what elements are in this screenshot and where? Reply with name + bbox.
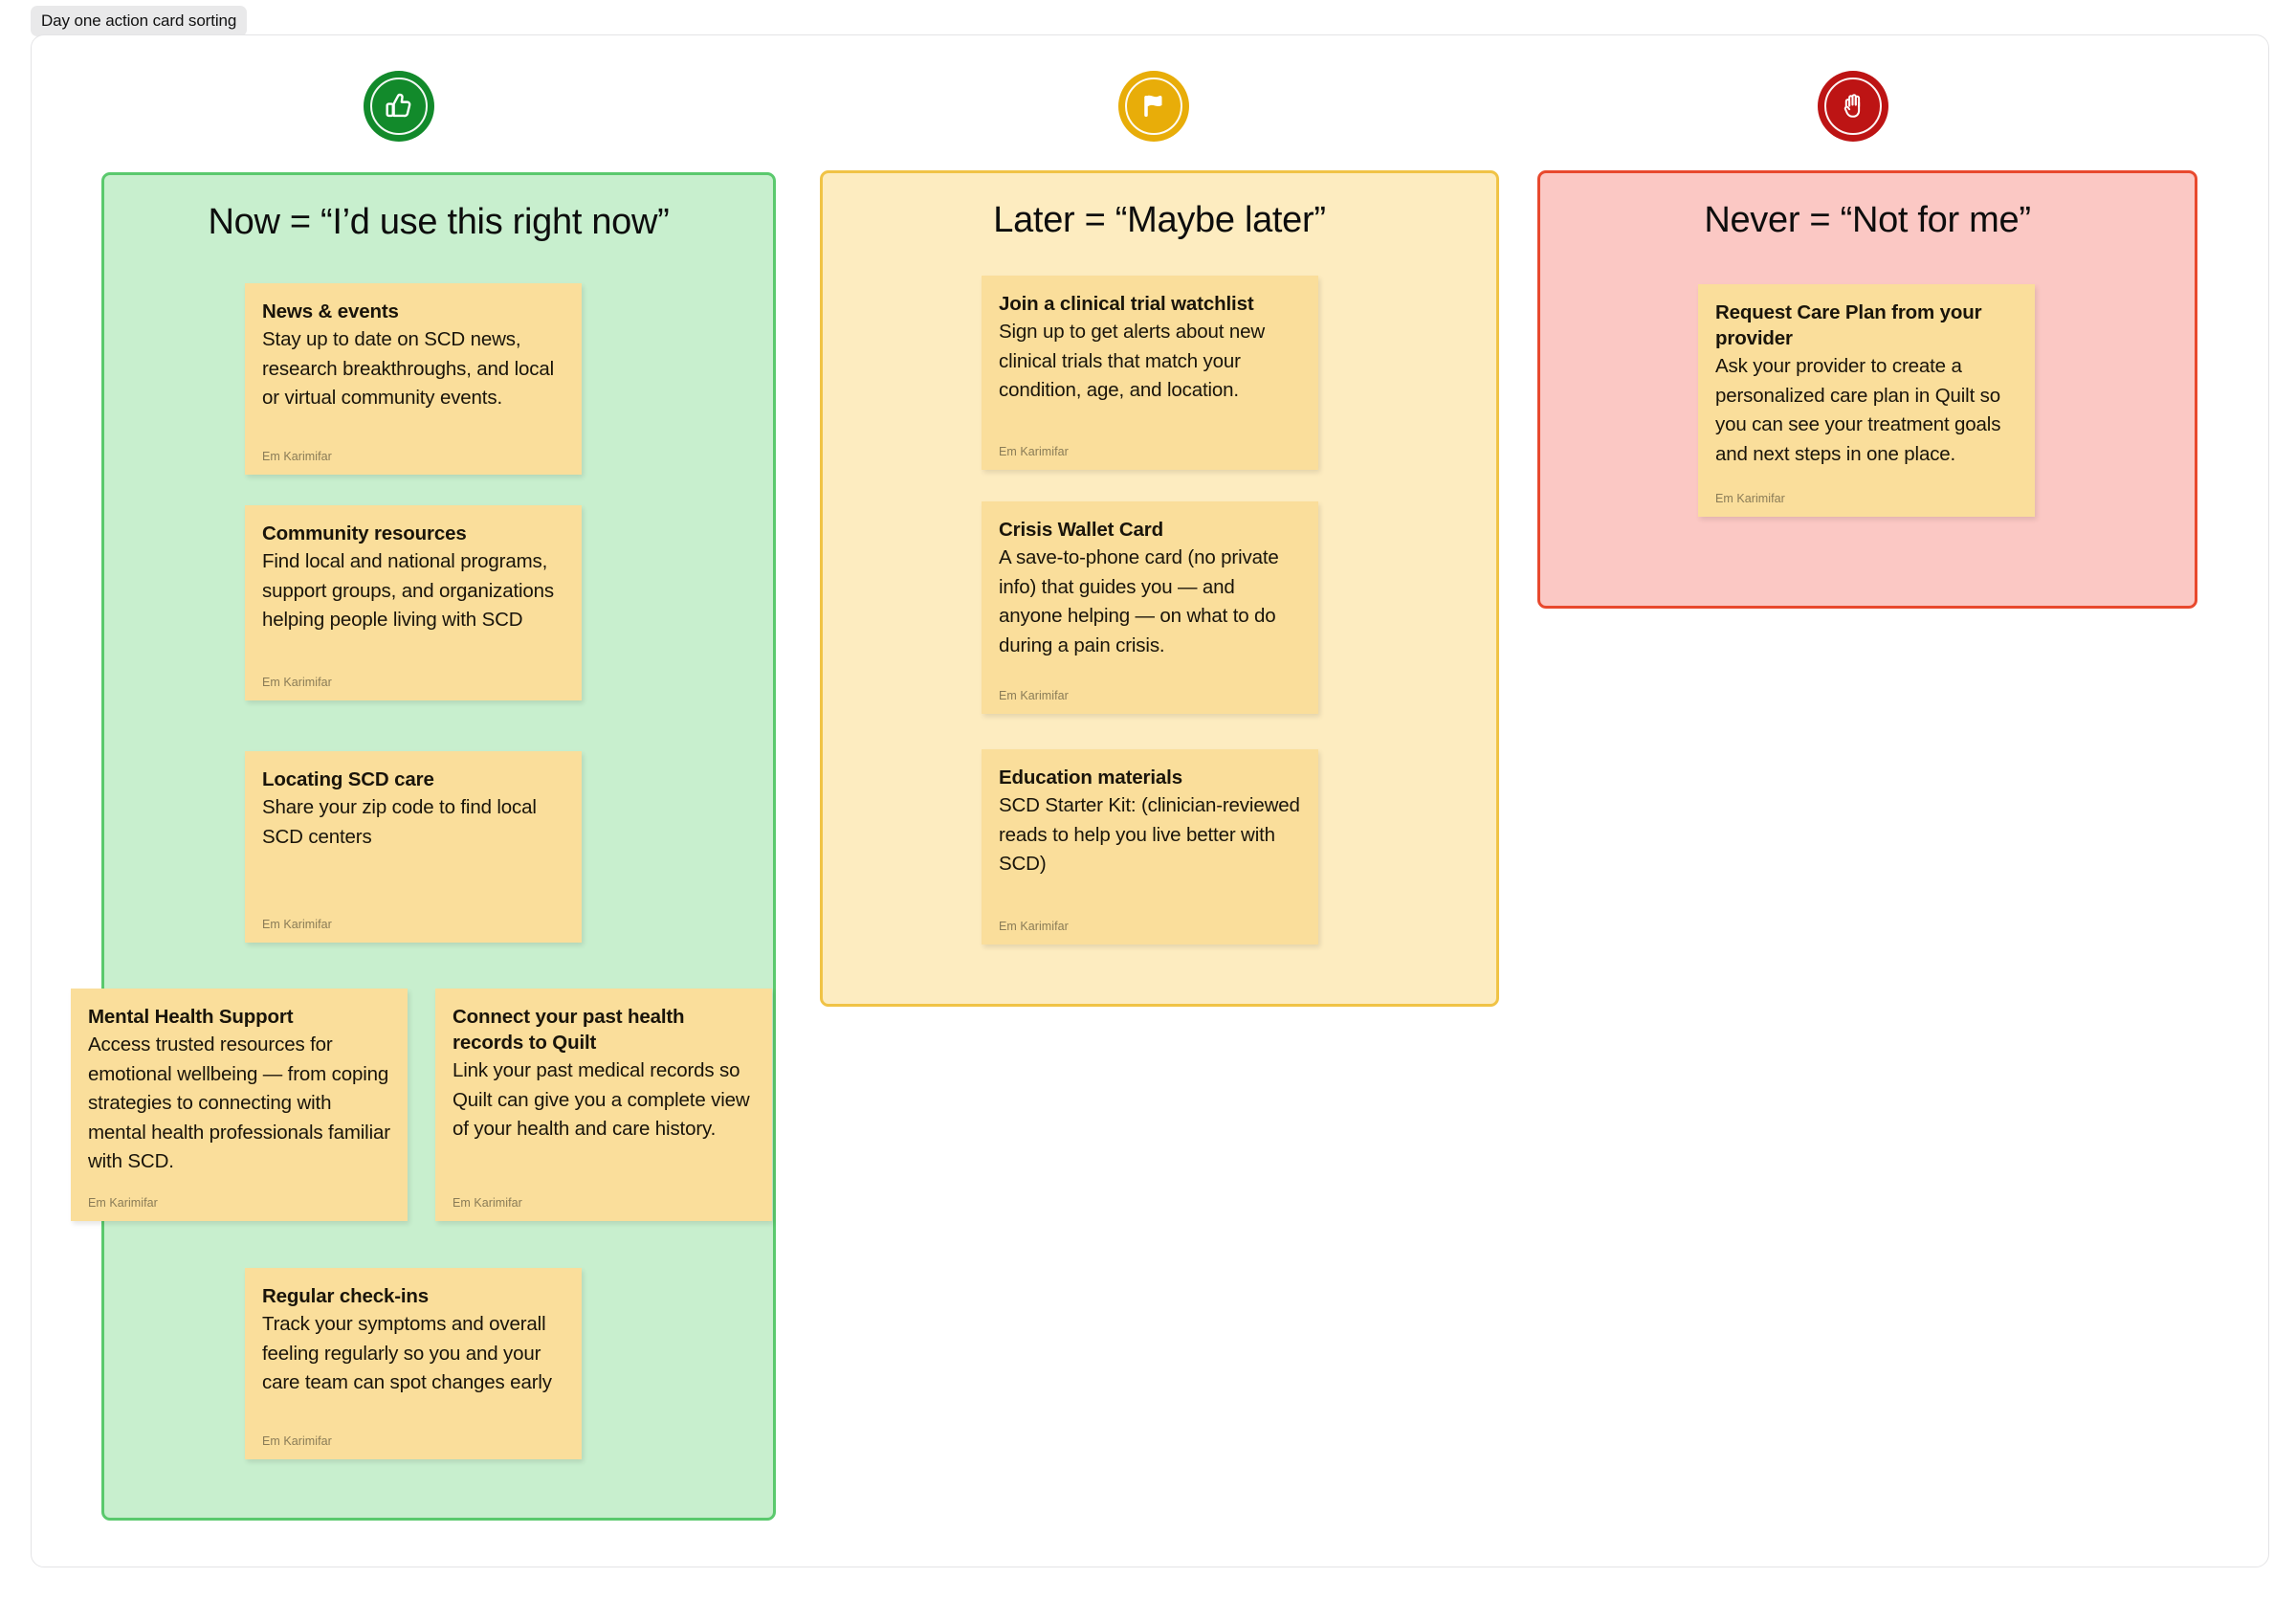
card-title: Regular check-ins xyxy=(262,1285,430,1307)
card-request-care-plan[interactable]: Request Care Plan from your provider Ask… xyxy=(1698,284,2035,517)
card-author: Em Karimifar xyxy=(453,1196,522,1210)
card-body: Track your symptoms and overall feeling … xyxy=(262,1313,552,1394)
card-body: A save-to-phone card (no private info) t… xyxy=(999,546,1279,656)
card-body: Ask your provider to create a personaliz… xyxy=(1715,355,2001,465)
card-title: News & events xyxy=(262,300,399,322)
card-body: SCD Starter Kit: (clinician-reviewed rea… xyxy=(999,794,1300,876)
card-title: Connect your past health records to Quil… xyxy=(453,1006,685,1055)
later-badge xyxy=(1118,71,1189,142)
card-author: Em Karimifar xyxy=(999,689,1069,702)
card-title: Education materials xyxy=(999,767,1182,789)
card-crisis-wallet-card[interactable]: Crisis Wallet Card A save-to-phone card … xyxy=(982,501,1318,714)
card-body: Share your zip code to find local SCD ce… xyxy=(262,796,537,848)
card-title: Community resources xyxy=(262,522,467,544)
badge-ring xyxy=(370,78,428,135)
card-news-and-events[interactable]: News & events Stay up to date on SCD new… xyxy=(245,283,582,475)
badge-ring xyxy=(1824,78,1882,135)
card-mental-health-support[interactable]: Mental Health Support Access trusted res… xyxy=(71,989,408,1221)
now-badge xyxy=(364,71,434,142)
column-never-title: Never = “Not for me” xyxy=(1704,200,2031,240)
card-title: Join a clinical trial watchlist xyxy=(999,293,1254,315)
card-body: Stay up to date on SCD news, research br… xyxy=(262,328,555,410)
card-author: Em Karimifar xyxy=(88,1196,158,1210)
badge-ring xyxy=(1125,78,1182,135)
card-title: Locating SCD care xyxy=(262,768,434,790)
card-locating-scd-care[interactable]: Locating SCD care Share your zip code to… xyxy=(245,751,582,943)
column-later-title: Later = “Maybe later” xyxy=(993,200,1326,240)
card-author: Em Karimifar xyxy=(999,920,1069,933)
card-body: Find local and national programs, suppor… xyxy=(262,550,555,632)
card-title: Mental Health Support xyxy=(88,1006,294,1028)
card-community-resources[interactable]: Community resources Find local and natio… xyxy=(245,505,582,700)
card-author: Em Karimifar xyxy=(262,918,332,931)
card-body: Link your past medical records so Quilt … xyxy=(453,1059,750,1141)
frame-label[interactable]: Day one action card sorting xyxy=(31,6,248,36)
stop-hand-icon xyxy=(1843,94,1861,118)
card-author: Em Karimifar xyxy=(1715,492,1785,505)
column-now-title: Now = “I’d use this right now” xyxy=(208,202,670,242)
card-author: Em Karimifar xyxy=(262,450,332,463)
card-author: Em Karimifar xyxy=(262,1434,332,1448)
card-title: Crisis Wallet Card xyxy=(999,519,1163,541)
card-connect-past-health-records[interactable]: Connect your past health records to Quil… xyxy=(435,989,772,1221)
card-clinical-trial-watchlist[interactable]: Join a clinical trial watchlist Sign up … xyxy=(982,276,1318,470)
flag-icon xyxy=(1144,95,1162,118)
card-education-materials[interactable]: Education materials SCD Starter Kit: (cl… xyxy=(982,749,1318,944)
card-author: Em Karimifar xyxy=(999,445,1069,458)
thumbs-up-icon xyxy=(386,93,411,118)
never-badge xyxy=(1818,71,1888,142)
card-body: Sign up to get alerts about new clinical… xyxy=(999,321,1265,402)
card-title: Request Care Plan from your provider xyxy=(1715,301,1982,350)
card-body: Access trusted resources for emotional w… xyxy=(88,1033,390,1173)
card-regular-check-ins[interactable]: Regular check-ins Track your symptoms an… xyxy=(245,1268,582,1459)
card-author: Em Karimifar xyxy=(262,676,332,689)
